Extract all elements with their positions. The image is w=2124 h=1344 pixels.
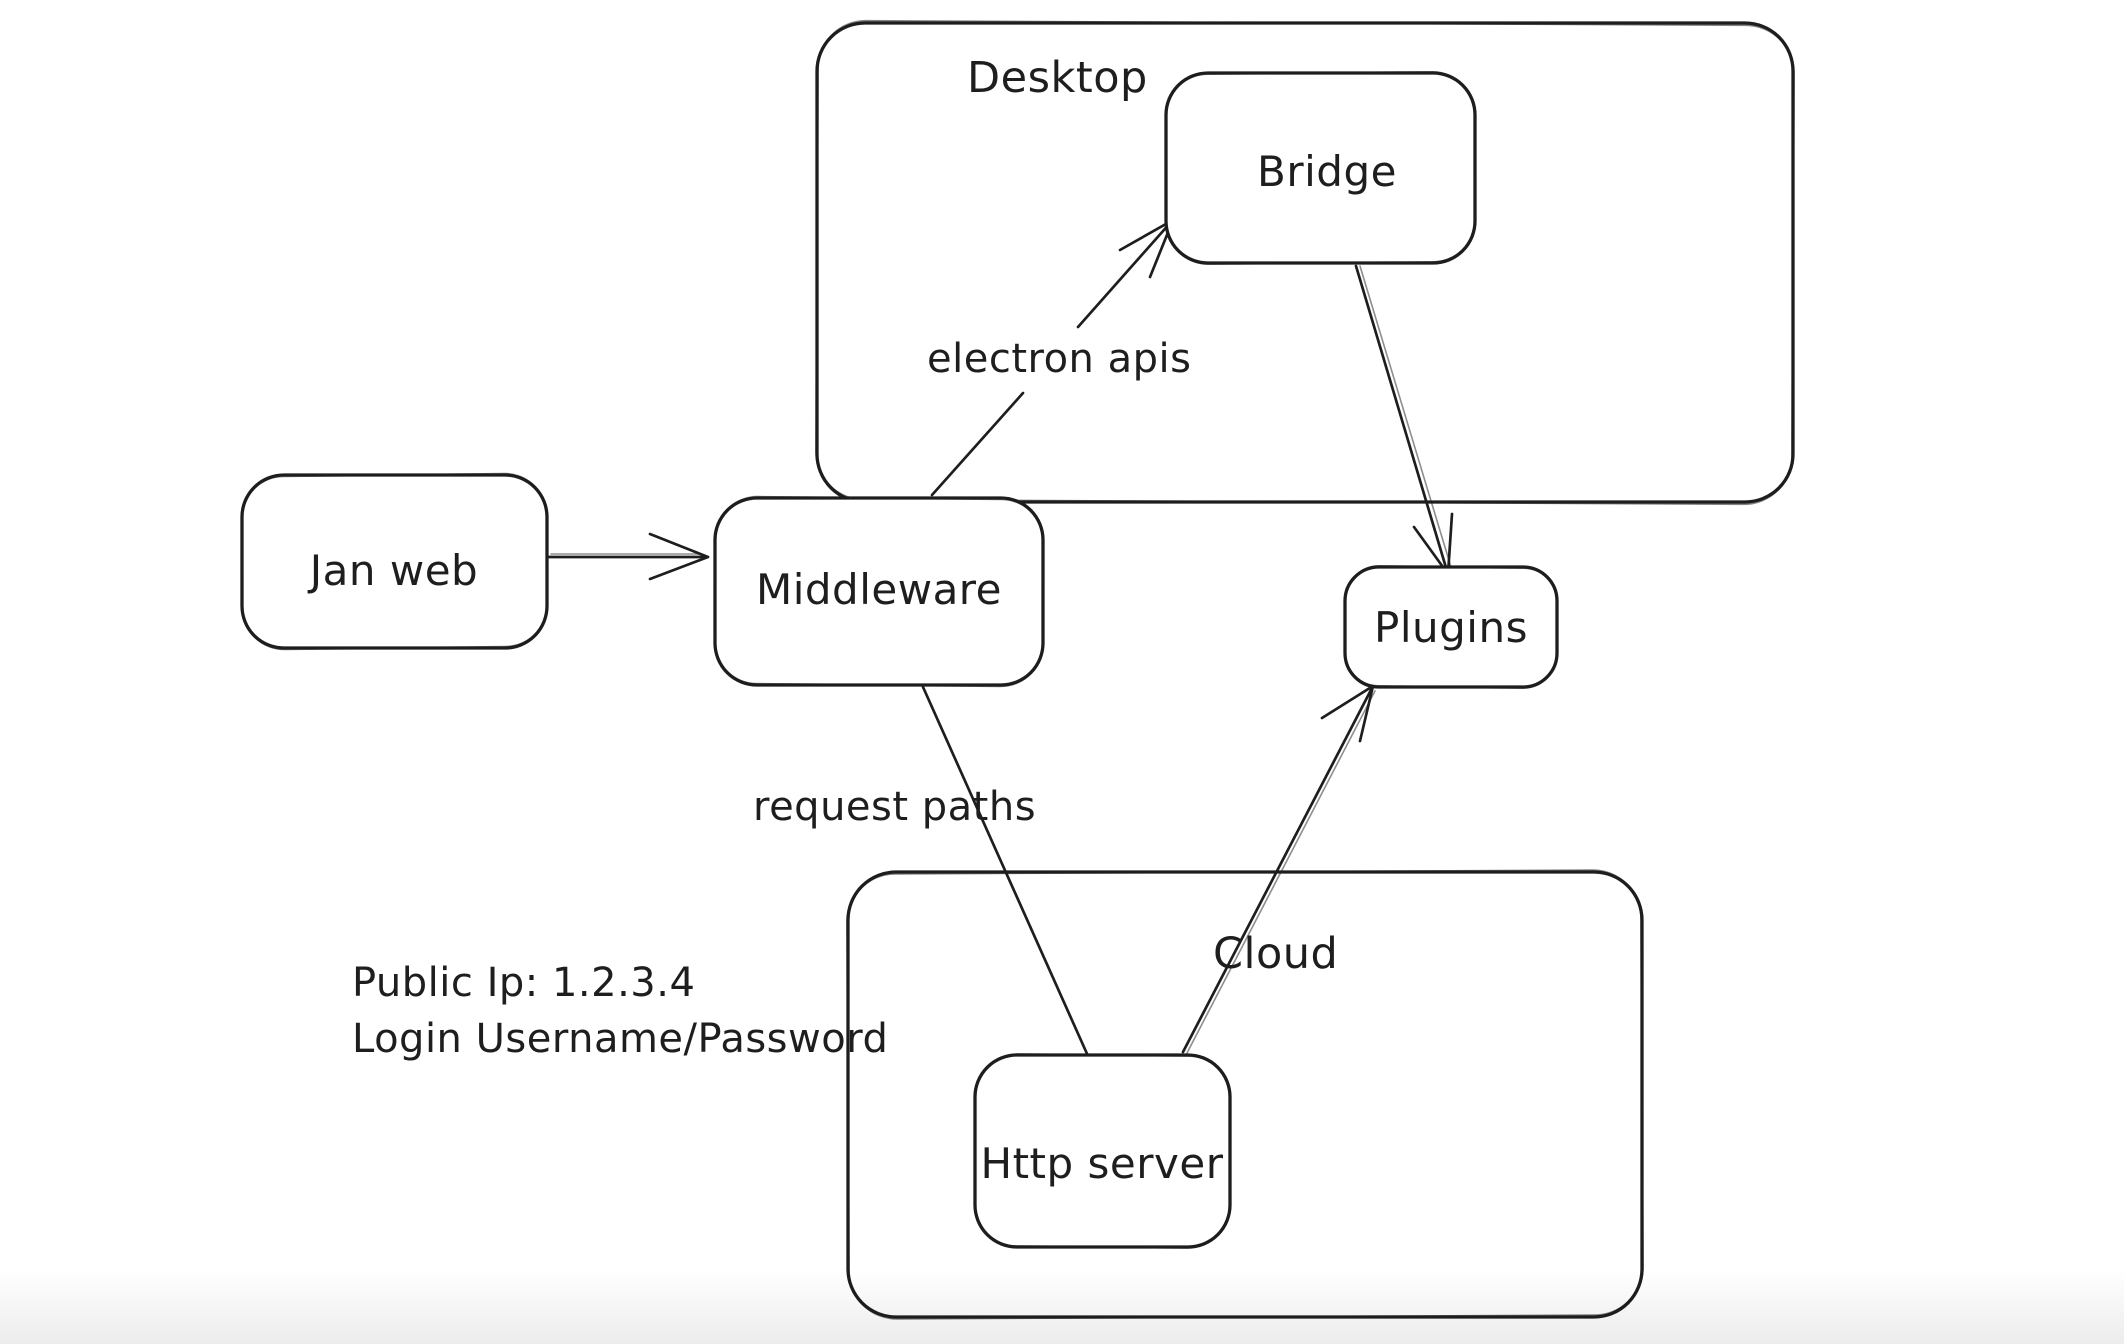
- node-label-plugins: Plugins: [1374, 603, 1528, 652]
- edge-line: [1354, 264, 1449, 573]
- node-middleware[interactable]: Middleware: [713, 495, 1045, 688]
- edge-line: [1181, 686, 1374, 1054]
- edge-middleware-to-httpserver[interactable]: [921, 685, 1090, 1058]
- annotation-login: Login Username/Password: [352, 1016, 888, 1062]
- edge-janweb-to-middleware[interactable]: [547, 532, 710, 581]
- node-plugins[interactable]: Plugins: [1343, 565, 1559, 689]
- desktop-container-border-sketchline: [815, 19, 1795, 506]
- node-jan-web[interactable]: Jan web: [240, 472, 549, 651]
- arrowhead-right-icon: [648, 532, 710, 581]
- jan-web-box-sketchline: [240, 472, 549, 651]
- edge-line-sketchline: [1359, 265, 1452, 568]
- plugins-box-sketchline: [1343, 565, 1559, 689]
- annotation-public-ip: Public Ip: 1.2.3.4: [352, 960, 695, 1006]
- node-label-bridge: Bridge: [1257, 147, 1397, 196]
- edge-httpserver-to-plugins[interactable]: [1181, 684, 1376, 1054]
- edge-line-upper-segment: [1076, 220, 1173, 329]
- bridge-box-sketchline: [1164, 70, 1477, 266]
- edge-label-request-paths: request paths: [753, 784, 1036, 830]
- edge-label-electron-apis: electron apis: [927, 336, 1191, 382]
- http-server-box-sketchline: [973, 1053, 1232, 1249]
- middleware-box-sketchline: [713, 495, 1045, 688]
- node-http-server[interactable]: Http server: [973, 1053, 1232, 1249]
- edge-bridge-to-plugins[interactable]: [1354, 264, 1454, 576]
- container-desktop[interactable]: Desktop: [815, 19, 1795, 506]
- node-bridge[interactable]: Bridge: [1164, 70, 1477, 266]
- bottom-edge-shadow: [0, 1270, 2124, 1344]
- edge-line-lower-segment: [930, 391, 1025, 497]
- node-label-http-server: Http server: [981, 1139, 1224, 1188]
- annotation-credentials[interactable]: Public Ip: 1.2.3.4 Login Username/Passwo…: [352, 960, 888, 1062]
- node-label-middleware: Middleware: [756, 565, 1002, 614]
- edge-line-sketchline: [1186, 690, 1376, 1054]
- edge-line: [921, 685, 1090, 1058]
- container-label-desktop: Desktop: [967, 53, 1148, 103]
- container-label-cloud: Cloud: [1213, 929, 1338, 979]
- node-label-jan-web: Jan web: [307, 546, 478, 595]
